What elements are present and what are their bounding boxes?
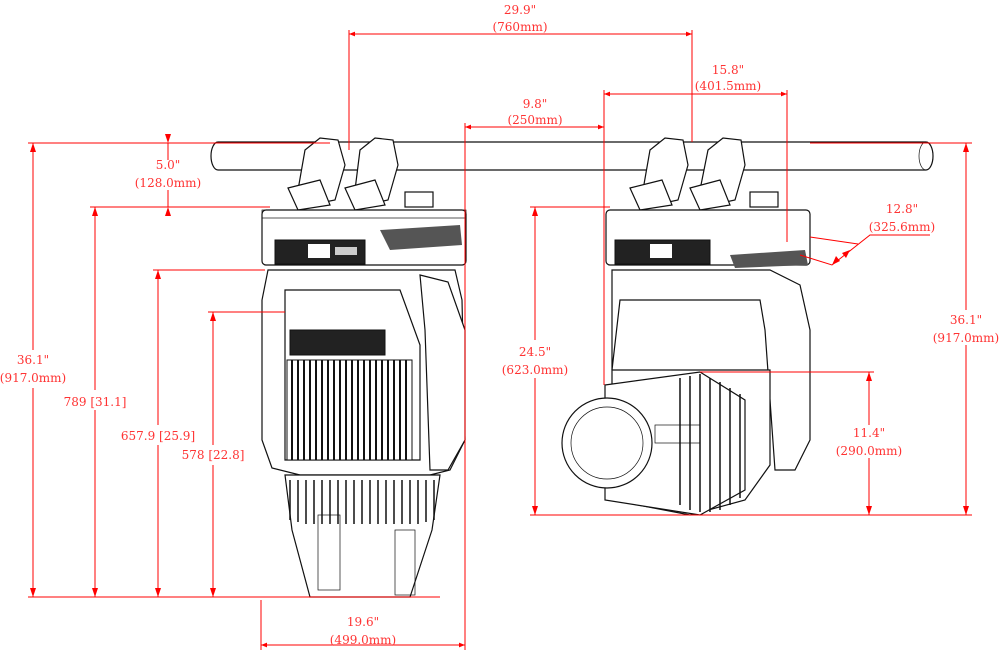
- dim-657: 657.9 [25.9]: [121, 429, 195, 443]
- dim-top-width-mm: (760mm): [492, 20, 547, 34]
- dim-578: 578 [22.8]: [182, 448, 245, 462]
- dim-total-right-inch: 36.1": [950, 313, 982, 327]
- dim-side-inch: 24.5": [519, 345, 551, 359]
- dim-yoke-width-mm: (401.5mm): [695, 79, 761, 93]
- dim-total-right-mm: (917.0mm): [933, 331, 999, 345]
- dim-head-inch: 11.4": [853, 426, 885, 440]
- dim-bottom-mm: (499.0mm): [330, 633, 396, 647]
- dim-offset-inch: 9.8": [523, 97, 548, 111]
- dim-head-mm: (290.0mm): [836, 444, 902, 458]
- dim-789: 789 [31.1]: [64, 395, 127, 409]
- dim-top-width-inch: 29.9": [504, 3, 536, 17]
- dim-total-left-inch: 36.1": [17, 353, 49, 367]
- dim-offset-mm: (250mm): [507, 113, 562, 127]
- lens-front: [561, 397, 653, 489]
- clamp: [629, 137, 779, 211]
- dim-bottom-inch: 19.6": [347, 615, 379, 629]
- fixture-front-view: [261, 137, 467, 598]
- dim-yoke-width-inch: 15.8": [712, 63, 744, 77]
- dim-clamp-mm: (128.0mm): [135, 176, 201, 190]
- fixture-side-view: [561, 137, 811, 516]
- dim-clamp-inch: 5.0": [156, 158, 181, 172]
- dim-total-left-mm: (917.0mm): [0, 371, 66, 385]
- clamp: [287, 137, 434, 211]
- dimension-labels: 29.9" (760mm) 15.8" (401.5mm) 9.8" (250m…: [0, 3, 999, 647]
- dim-base-mm: (325.6mm): [869, 220, 935, 234]
- dim-base-inch: 12.8": [886, 202, 918, 216]
- dimension-lines: [28, 30, 972, 650]
- heatsink-fins: [286, 359, 413, 461]
- dim-side-mm: (623.0mm): [502, 363, 568, 377]
